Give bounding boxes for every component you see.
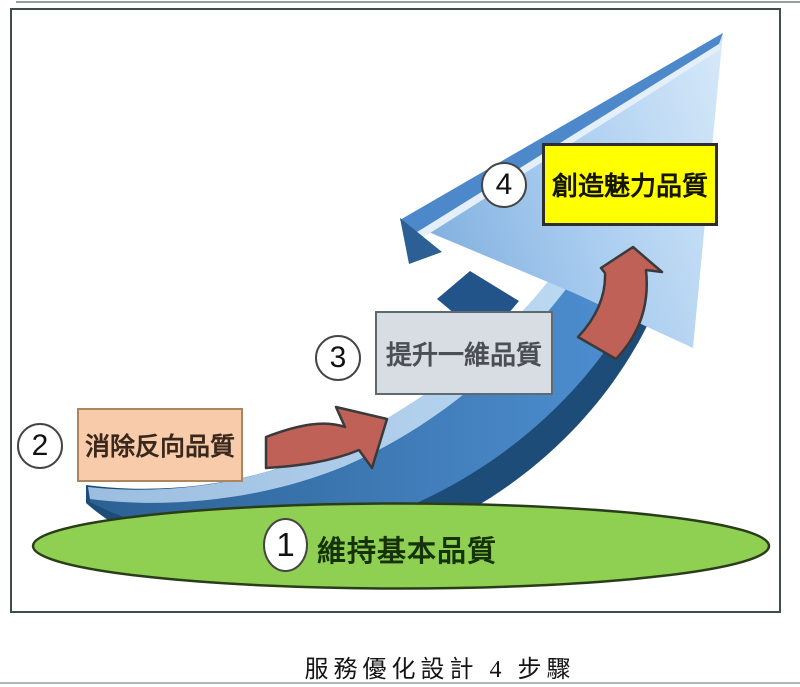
step-1-number-badge: 1 — [263, 518, 308, 572]
red-curved-arrow-right — [264, 405, 389, 470]
step-2-box: 消除反向品質 — [77, 408, 243, 482]
red-curved-arrow-up — [576, 245, 664, 361]
step-3-number-badge: 3 — [315, 335, 361, 381]
step-4-number-badge: 4 — [481, 162, 527, 208]
step-4-box: 創造魅力品質 — [542, 143, 718, 226]
step-1-label: 維持基本品質 — [317, 536, 498, 568]
top-divider — [16, 1, 800, 3]
bottom-divider — [0, 682, 800, 684]
diagram-caption: 服務優化設計 4 步驟 — [304, 657, 576, 683]
blue-arrow-barb-face — [400, 218, 442, 264]
step-1-ellipse — [31, 502, 771, 590]
blue-arrow-head-edge — [400, 33, 723, 234]
step-2-number-badge: 2 — [17, 423, 63, 469]
step-3-box: 提升一維品質 — [375, 311, 553, 395]
